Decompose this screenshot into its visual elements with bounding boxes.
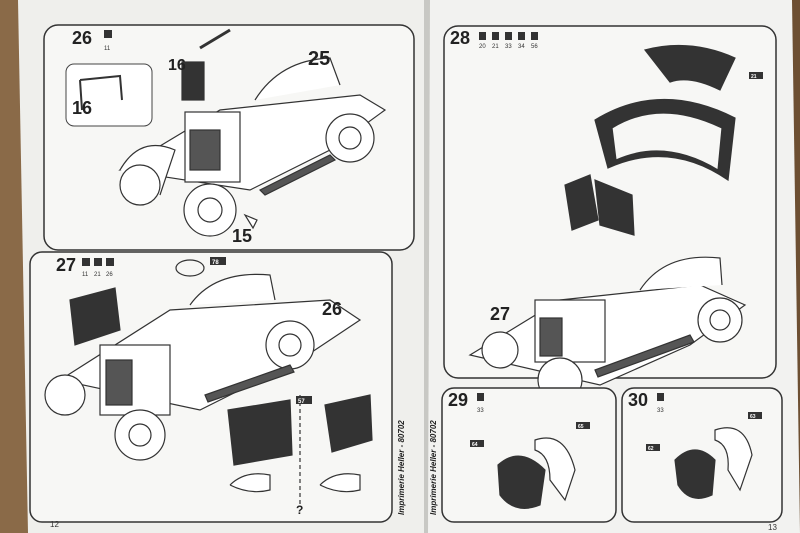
left-page-number: 12: [50, 520, 59, 529]
step-26-callout-body: 25: [308, 48, 330, 70]
step-28-paint-code-5: 56: [531, 44, 538, 50]
right-page-number: 13: [768, 523, 777, 532]
step-28-paint-code-3: 33: [505, 44, 512, 50]
step-28-callout-body: 27: [490, 304, 510, 324]
step-30-callout-1: 62: [648, 446, 654, 452]
step-27-paint-code-2: 21: [94, 272, 101, 278]
step-28-paint-code-4: 34: [518, 44, 525, 50]
step-26-paint-code: 11: [104, 46, 111, 52]
step-27-car-drawing: [44, 259, 373, 505]
right-page: 28 20 21 33 34 56 21 27 29: [428, 0, 800, 533]
left-page: 26 11 16 25 15 16 27 11: [18, 0, 428, 533]
question-mark: ?: [296, 503, 303, 517]
step-27-paint-code-3: 26: [106, 272, 113, 278]
step-27-callout-wheel: 78: [212, 260, 219, 266]
step-29-mudguard-drawing: [497, 437, 576, 509]
step-30-mudguard-drawing: [674, 427, 753, 499]
step-26-inset-callout: 16: [72, 98, 92, 118]
step-27-number: 27: [56, 255, 76, 275]
step-26-car-drawing: [118, 28, 387, 237]
step-30-paint-code: 33: [657, 408, 664, 414]
step-28-callout-roof: 21: [751, 74, 757, 80]
step-28-car-drawing: [468, 44, 747, 403]
step-29-paint-code: 33: [477, 408, 484, 414]
step-27-callout-panel: 57: [298, 399, 305, 405]
right-page-footer: Imprimerie Heller - 80702: [429, 420, 438, 515]
step-28-number: 28: [450, 28, 470, 48]
step-26-number: 26: [72, 28, 92, 48]
step-28-paint-code-1: 20: [479, 44, 486, 50]
step-27-callout-body: 26: [322, 299, 342, 319]
step-29-number: 29: [448, 390, 468, 410]
step-29-callout-1: 64: [472, 442, 478, 448]
step-28-paint-pots: [479, 32, 538, 40]
step-30-callout-2: 63: [750, 414, 756, 420]
step-29-callout-2: 65: [578, 424, 584, 430]
step-29-panel: [441, 387, 617, 523]
step-26-callout-grille: 16: [168, 57, 186, 74]
left-page-footer: Imprimerie Heller - 80702: [397, 420, 406, 515]
step-30-number: 30: [628, 390, 648, 410]
step-27-paint-code-1: 11: [82, 272, 89, 278]
step-28-paint-code-2: 21: [492, 44, 499, 50]
step-26-callout-bolt: 15: [232, 226, 252, 246]
